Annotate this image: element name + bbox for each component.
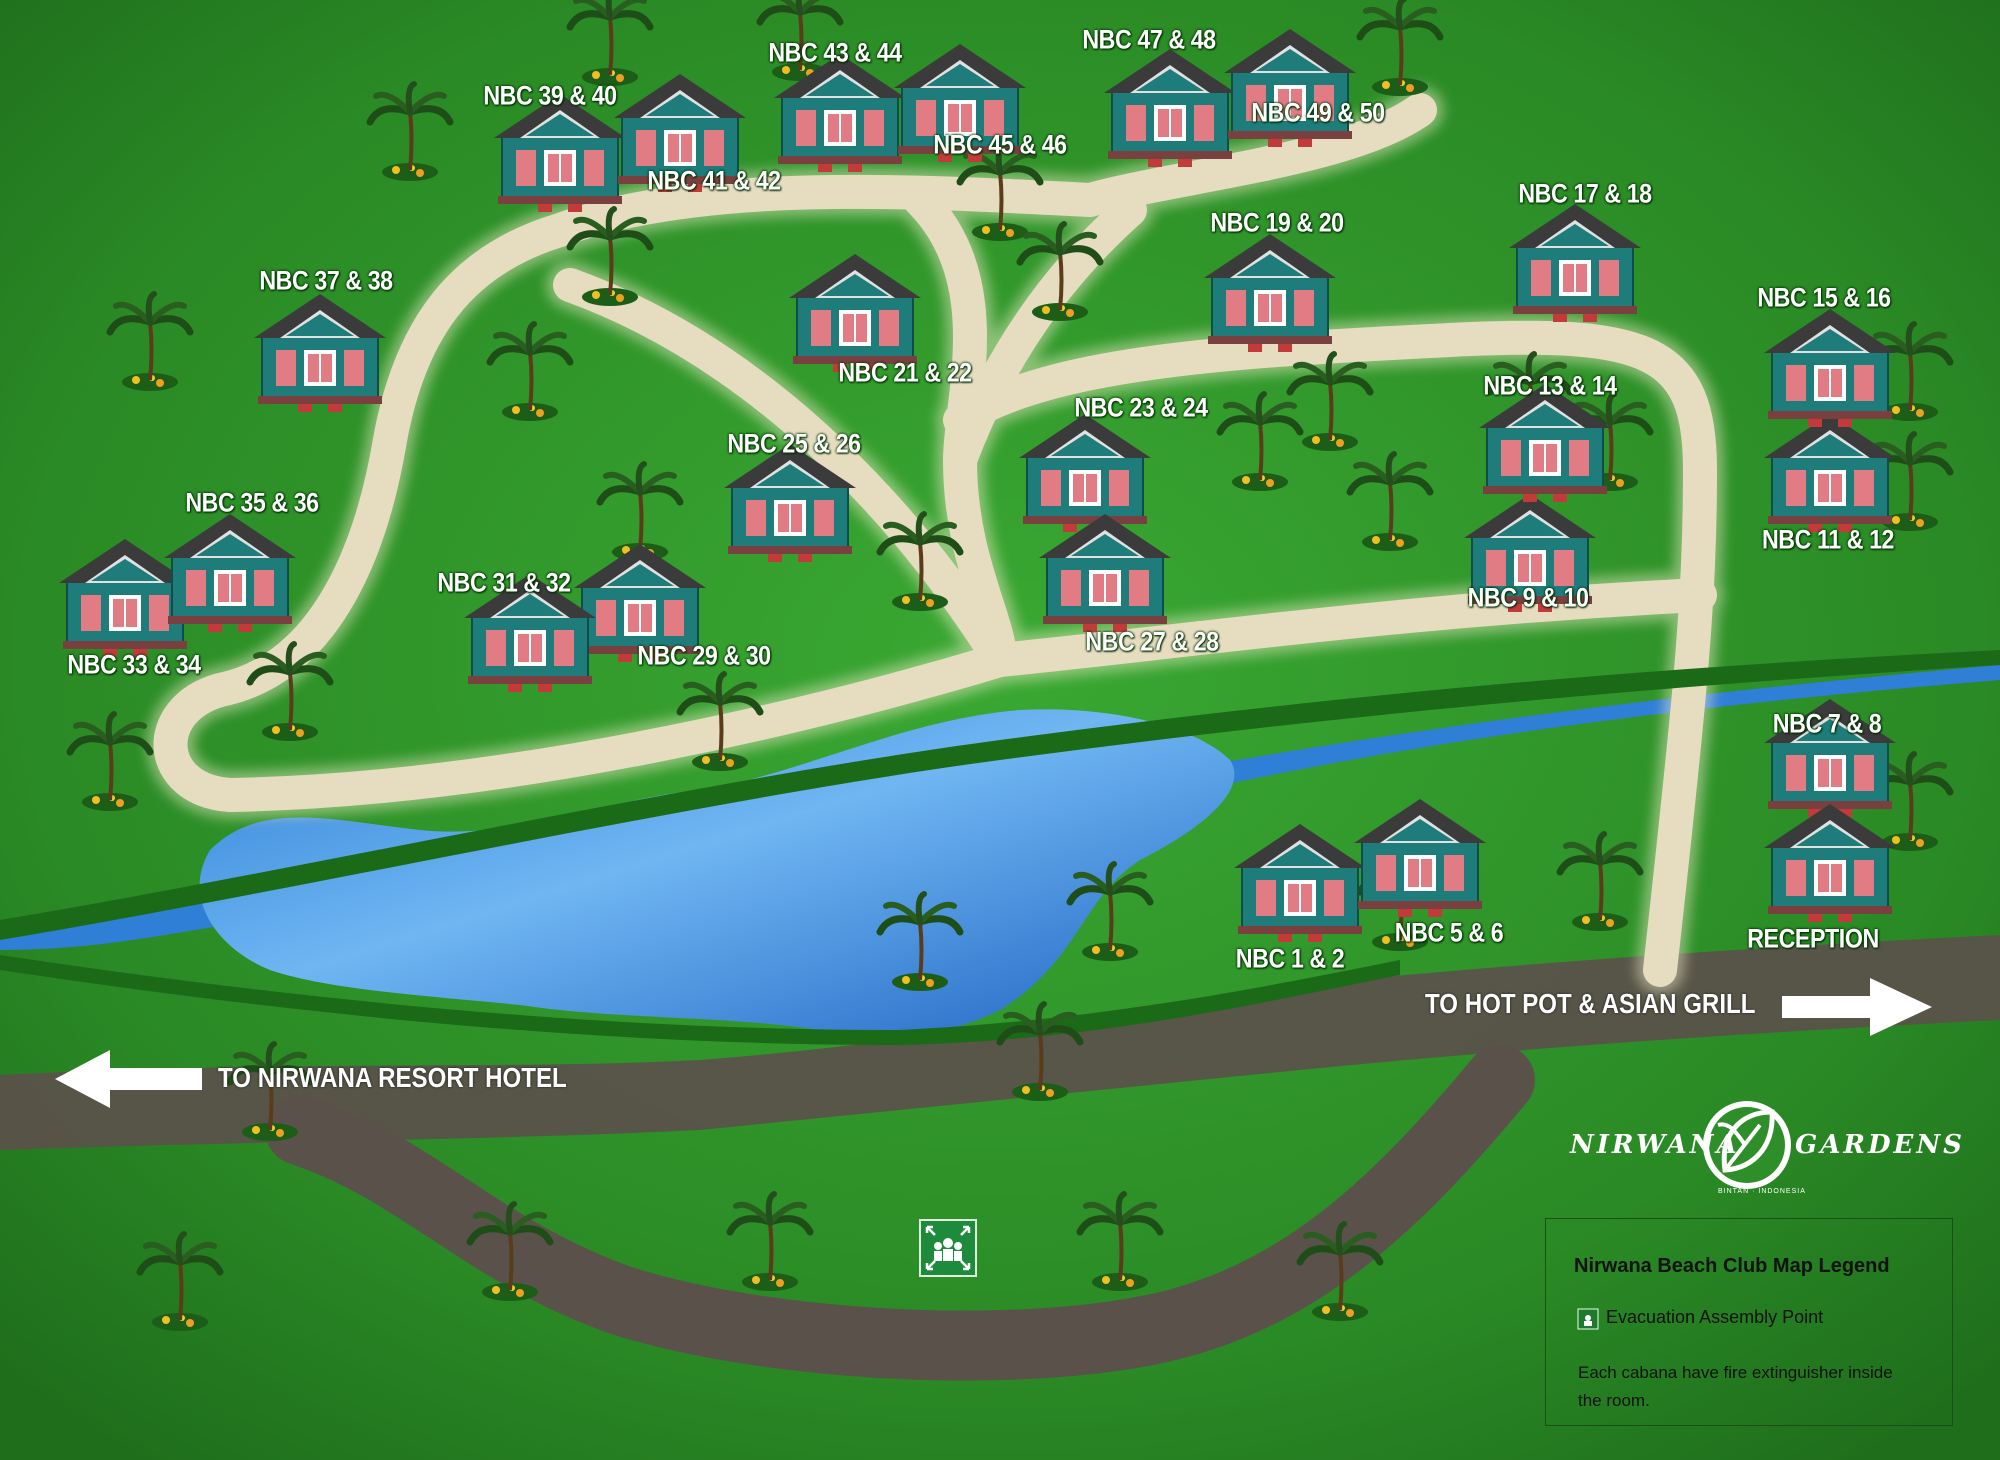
cabana-label-nbc-25-26: NBC 25 & 26 (727, 428, 861, 459)
direction-label-hot-pot-asian-grill: TO HOT POT & ASIAN GRILL (1425, 988, 1756, 1019)
cabana-label-nbc-5-6: NBC 5 & 6 (1394, 917, 1504, 948)
cabana-label-nbc-45-46: NBC 45 & 46 (933, 129, 1067, 160)
cabana-label-nbc-13-14: NBC 13 & 14 (1483, 370, 1617, 401)
cabana-label-nbc-21-22: NBC 21 & 22 (838, 357, 972, 388)
evacuation-glyph (925, 1225, 971, 1271)
arrow-left-icon (55, 1050, 202, 1108)
cabana-label-nbc-23-24: NBC 23 & 24 (1074, 392, 1208, 423)
arrow-right-icon (1782, 978, 1932, 1036)
cabana-label-nbc-49-50: NBC 49 & 50 (1251, 97, 1385, 128)
direction-label-resort-hotel: TO NIRWANA RESORT HOTEL (218, 1062, 567, 1093)
cabana-label-reception: RECEPTION (1747, 923, 1879, 954)
cabana-label-nbc-7-8: NBC 7 & 8 (1772, 708, 1882, 739)
cabana-label-nbc-1-2: NBC 1 & 2 (1235, 943, 1345, 974)
cabana-label-nbc-31-32: NBC 31 & 32 (437, 567, 571, 598)
cabana-label-nbc-19-20: NBC 19 & 20 (1210, 207, 1344, 238)
legend-evacuation-label: Evacuation Assembly Point (1606, 1307, 1824, 1327)
evacuation-assembly-icon (919, 1219, 977, 1277)
legend-fire-extinguisher-note: Each cabana have fire extinguisher insid… (1578, 1363, 1893, 1410)
cabana-label-nbc-27-28: NBC 27 & 28 (1085, 626, 1219, 657)
cabana-label-nbc-17-18: NBC 17 & 18 (1518, 178, 1652, 209)
legend-icon-spacer (1574, 1308, 1594, 1328)
brand-nirwana: NIRWANA (1570, 1130, 1740, 1160)
brand-subtitle: BINTAN · INDONESIA (1718, 1188, 1806, 1195)
cabana-label-nbc-47-48: NBC 47 & 48 (1082, 24, 1216, 55)
nirwana-leaf-logo (1703, 1101, 1791, 1189)
cabana-label-nbc-41-42: NBC 41 & 42 (647, 165, 781, 196)
brand-gardens: GARDENS (1795, 1130, 1965, 1160)
legend-evacuation-row: Evacuation Assembly Point (1574, 1307, 1823, 1328)
cabana-label-nbc-43-44: NBC 43 & 44 (768, 37, 902, 68)
cabana-label-nbc-11-12: NBC 11 & 12 (1761, 524, 1895, 555)
cabana-label-nbc-29-30: NBC 29 & 30 (637, 640, 771, 671)
legend-evacuation-icon (1577, 1308, 1599, 1330)
cabana-label-nbc-39-40: NBC 39 & 40 (483, 80, 617, 111)
lake (199, 709, 1235, 1036)
cabana-label-nbc-35-36: NBC 35 & 36 (185, 487, 319, 518)
cabana-label-nbc-33-34: NBC 33 & 34 (67, 649, 201, 680)
cabana-label-nbc-15-16: NBC 15 & 16 (1757, 282, 1891, 313)
legend-title: Nirwana Beach Club Map Legend (1574, 1255, 1890, 1277)
cabana-label-nbc-37-38: NBC 37 & 38 (259, 265, 393, 296)
map-legend: Nirwana Beach Club Map Legend Evacuation… (1545, 1218, 1953, 1426)
cabana-label-nbc-9-10: NBC 9 & 10 (1467, 582, 1589, 613)
